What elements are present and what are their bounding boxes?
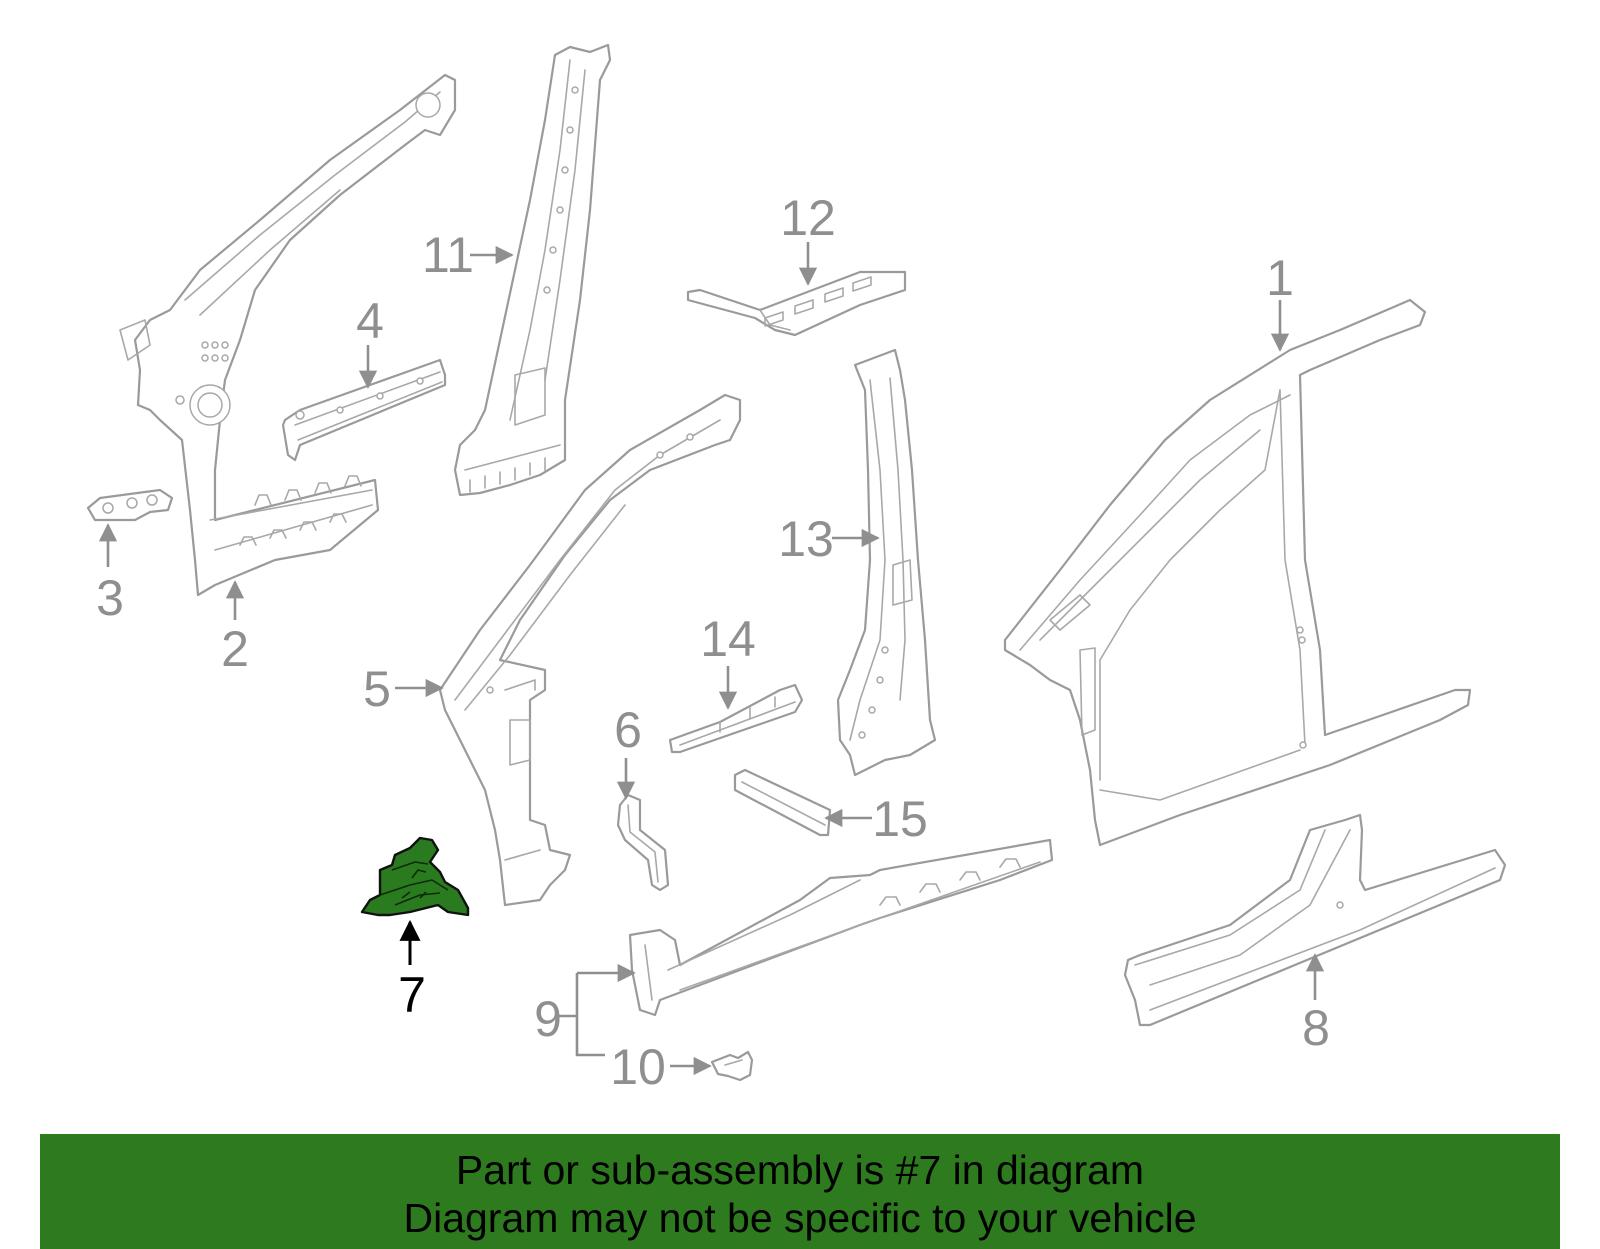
part-15-bar <box>733 768 832 837</box>
part-14-bar <box>668 683 804 754</box>
callout-13: 13 <box>778 511 834 567</box>
parts-diagram: 1 2 3 4 5 6 7 8 9 10 11 12 13 14 15 <box>86 43 1507 1095</box>
callout-1: 1 <box>1266 250 1294 306</box>
part-11-upper-pillar <box>453 43 612 497</box>
callout-10: 10 <box>610 1039 666 1095</box>
callout-6: 6 <box>614 702 642 758</box>
callout-11: 11 <box>422 227 474 283</box>
part-12-roof-panel <box>686 270 907 337</box>
callout-4: 4 <box>356 293 384 349</box>
callout-2: 2 <box>221 621 249 677</box>
leader-lines <box>98 242 1325 1076</box>
callout-3: 3 <box>96 570 124 626</box>
callout-8: 8 <box>1302 1000 1330 1056</box>
part-1-side-panel <box>1003 298 1472 847</box>
banner-line-part: Part or sub-assembly is #7 in diagram <box>455 1147 1145 1193</box>
callout-9: 9 <box>534 991 562 1047</box>
callout-12: 12 <box>780 190 836 246</box>
part-6-bracket <box>616 793 670 892</box>
info-banner: Part or sub-assembly is #7 in diagram Di… <box>40 1134 1560 1249</box>
callout-15: 15 <box>872 791 928 847</box>
part-5-a-pillar <box>438 393 742 907</box>
banner-line-disclaimer: Diagram may not be specific to your vehi… <box>403 1195 1197 1241</box>
part-10-clip <box>710 1050 754 1082</box>
part-8-sill-outer <box>1123 813 1507 1027</box>
callout-14: 14 <box>700 611 756 667</box>
part-2-hinge-pillar <box>119 73 457 597</box>
part-7-highlighted <box>360 836 470 917</box>
part-13-center-pillar <box>836 348 937 777</box>
callout-5: 5 <box>363 661 391 717</box>
callout-labels: 1 2 3 4 5 6 7 8 9 10 11 12 13 14 15 <box>96 190 1330 1095</box>
callout-7: 7 <box>398 967 426 1023</box>
part-3-bracket <box>86 488 174 522</box>
part-9-rocker-panel <box>628 838 1054 1017</box>
part-4-reinforcement <box>281 358 447 462</box>
